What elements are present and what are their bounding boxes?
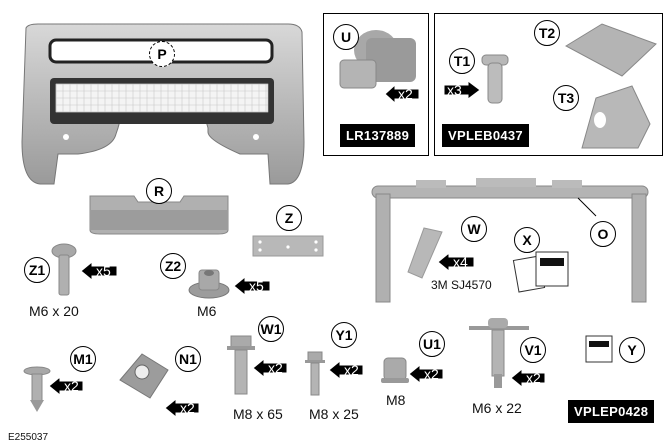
callout-n1: N1 bbox=[175, 346, 201, 372]
callout-r: R bbox=[146, 178, 172, 204]
cover-part-t3 bbox=[581, 85, 651, 149]
push-clip-part-m1 bbox=[23, 366, 51, 412]
nut-part-z2 bbox=[188, 269, 230, 299]
bolt-part-y1 bbox=[305, 351, 325, 396]
callout-y1: Y1 bbox=[331, 322, 357, 348]
part-number-u: LR137889 bbox=[340, 124, 416, 147]
quantity-arrow-w1: x2 bbox=[252, 358, 288, 378]
front-bumper-part-p bbox=[21, 23, 305, 185]
spec-w: 3M SJ4570 bbox=[431, 278, 492, 292]
quantity-arrow-z1: x5 bbox=[80, 261, 118, 281]
quantity-arrow-v1: x2 bbox=[510, 368, 546, 388]
callout-t3: T3 bbox=[553, 85, 579, 111]
callout-v1: V1 bbox=[520, 337, 546, 363]
clip-part-t1 bbox=[481, 54, 509, 104]
callout-u1: U1 bbox=[419, 331, 445, 357]
plate-part-z bbox=[252, 235, 324, 257]
wipe-packets-part-x bbox=[512, 251, 569, 293]
spec-v1: M6 x 22 bbox=[472, 400, 522, 416]
quantity-arrow-n1: x2 bbox=[164, 398, 200, 418]
callout-w1: W1 bbox=[258, 316, 284, 342]
callout-t1: T1 bbox=[449, 48, 475, 74]
callout-w: W bbox=[461, 216, 487, 242]
callout-o: O bbox=[590, 221, 616, 247]
bracket-part-r bbox=[89, 195, 229, 235]
spec-y1: M8 x 25 bbox=[309, 406, 359, 422]
clip-plate-part-t2 bbox=[564, 23, 657, 77]
quantity-arrow-z2: x5 bbox=[233, 276, 271, 296]
callout-x: X bbox=[514, 227, 540, 253]
nut-part-u1 bbox=[381, 357, 409, 383]
wipe-packet-part-y bbox=[585, 335, 613, 363]
quantity-arrow-y1: x2 bbox=[328, 360, 364, 380]
spec-z1: M6 x 20 bbox=[29, 303, 79, 319]
bolt-part-v1 bbox=[469, 318, 529, 388]
callout-z1: Z1 bbox=[24, 257, 50, 283]
callout-t2: T2 bbox=[534, 20, 560, 46]
spec-u1: M8 bbox=[386, 392, 406, 408]
callout-y: Y bbox=[619, 337, 645, 363]
tape-part-w bbox=[407, 227, 443, 279]
spec-w1: M8 x 65 bbox=[233, 406, 283, 422]
quantity-arrow-u1: x2 bbox=[408, 364, 444, 384]
callout-p: P bbox=[149, 41, 175, 67]
frame-part-o bbox=[371, 178, 649, 303]
part-number-t: VPLEB0437 bbox=[442, 124, 529, 147]
quantity-arrow-m1: x2 bbox=[48, 376, 84, 396]
quantity-arrow-t1: x3 bbox=[443, 80, 481, 100]
spec-z2: M6 bbox=[197, 303, 217, 319]
sensor-part-u bbox=[339, 30, 416, 89]
clip-nut-part-n1 bbox=[119, 353, 169, 399]
callout-z2: Z2 bbox=[160, 253, 186, 279]
quantity-arrow-w: x4 bbox=[437, 252, 475, 272]
figure-id: E255037 bbox=[8, 432, 49, 443]
callout-u: U bbox=[333, 24, 359, 50]
callout-m1: M1 bbox=[70, 346, 96, 372]
bolt-part-w1 bbox=[227, 335, 255, 395]
callout-z: Z bbox=[276, 205, 302, 231]
quantity-arrow-u: x2 bbox=[384, 84, 420, 104]
bolt-part-z1 bbox=[51, 243, 77, 296]
part-number-kit: VPLEP0428 bbox=[568, 400, 655, 423]
